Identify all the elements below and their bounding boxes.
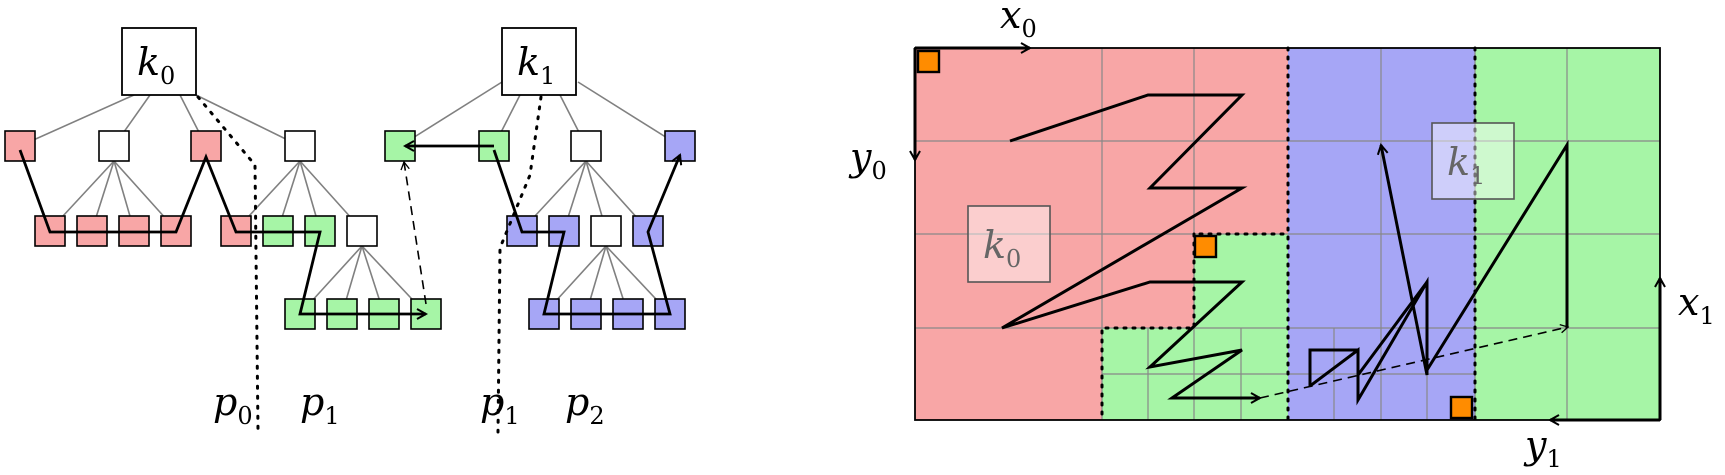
- tree-node: [284, 130, 316, 162]
- start-marker: [916, 49, 941, 74]
- level-2-nodes: [34, 215, 664, 247]
- axis-arrows: [915, 48, 1660, 420]
- region-label-k1: k1: [1431, 122, 1515, 200]
- tree-node: [346, 215, 378, 247]
- tree-edges: [19, 81, 681, 315]
- domain-frame: [914, 47, 1661, 421]
- partition-marker: [1193, 234, 1218, 259]
- root-node-k0: k0: [121, 27, 197, 96]
- label-p1-left: p1: [300, 380, 340, 430]
- space-filling-curve: [1001, 93, 1569, 406]
- curve-jump-dashed: [1259, 323, 1570, 399]
- tree-diagram: k0 k1: [4, 27, 696, 434]
- label-x0: x0: [1000, 0, 1037, 43]
- svg-text:k0: k0: [137, 40, 175, 90]
- tree-node: [632, 215, 664, 247]
- svg-text:k0: k0: [983, 223, 1021, 273]
- tree-node: [98, 130, 130, 162]
- tree-node: [570, 130, 602, 162]
- partition-separators: [196, 95, 543, 434]
- space-filling-diagram: x0 y0 x1 y1 k0 k1: [848, 0, 1715, 473]
- label-y1: y1: [1523, 423, 1562, 473]
- root-node-k1: k1: [501, 27, 577, 96]
- end-marker: [1449, 395, 1474, 420]
- region-label-k0: k0: [967, 205, 1051, 283]
- tree-node: [4, 130, 36, 162]
- label-p2: p2: [565, 380, 605, 430]
- label-y0: y0: [848, 135, 887, 185]
- tree-node: [590, 215, 622, 247]
- tree-traversal-path: [18, 146, 680, 314]
- label-x1: x1: [1678, 280, 1715, 330]
- label-p1-right: p1: [480, 380, 520, 430]
- label-p0: p0: [213, 380, 253, 430]
- tree-jump-dashed: [400, 160, 427, 305]
- level-1-nodes: [4, 130, 696, 162]
- orange-markers: [916, 49, 1474, 420]
- svg-text:k1: k1: [517, 40, 555, 90]
- svg-text:k1: k1: [1447, 140, 1485, 190]
